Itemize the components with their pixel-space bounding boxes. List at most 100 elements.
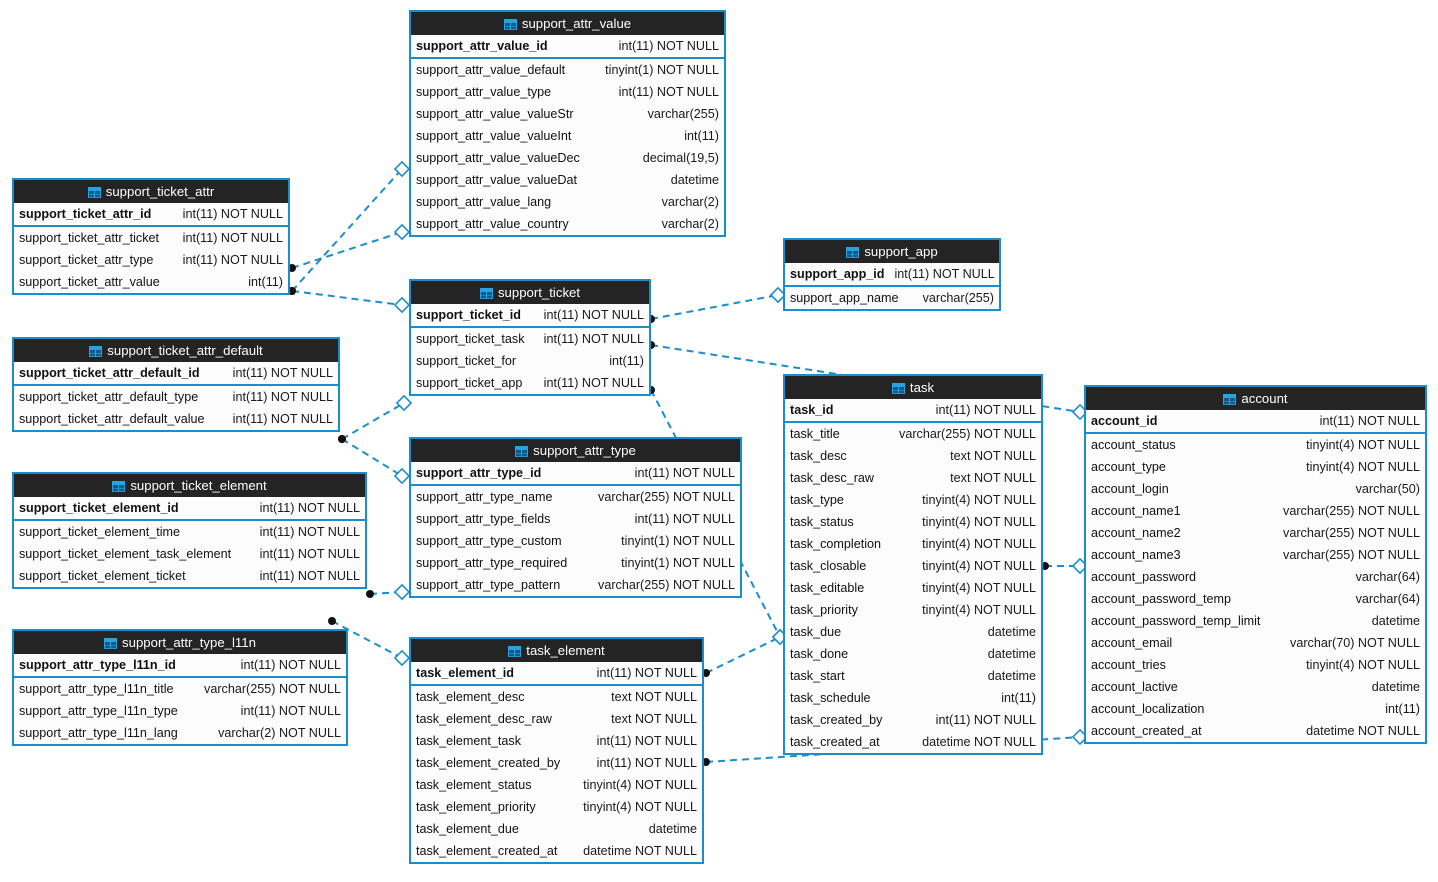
- field-type: decimal(19,5): [642, 151, 719, 165]
- connector-line: [291, 168, 403, 292]
- field-name: support_ticket_for: [416, 354, 517, 368]
- table-header[interactable]: support_ticket_attr_default: [14, 339, 338, 362]
- connector-line: [705, 636, 781, 674]
- field-type: tinyint(4) NOT NULL: [1306, 460, 1420, 474]
- field-type: int(11): [609, 354, 644, 368]
- field-type: int(11) NOT NULL: [634, 512, 735, 526]
- table-title: support_attr_type: [533, 443, 636, 458]
- field-name: account_name2: [1091, 526, 1181, 540]
- field-name: task_element_status: [416, 778, 532, 792]
- field-name: support_ticket_id: [416, 308, 521, 322]
- field-type: varchar(2): [661, 195, 719, 209]
- field-type: text NOT NULL: [611, 712, 697, 726]
- connector-target-diamond: [393, 223, 411, 241]
- table-support_ticket_attr_default[interactable]: support_ticket_attr_default support_ticke…: [12, 337, 340, 432]
- field-name: task_priority: [790, 603, 858, 617]
- table-header[interactable]: support_attr_type_l11n: [14, 631, 346, 654]
- field-type: datetime: [987, 669, 1036, 683]
- field-type: varchar(64): [1355, 570, 1420, 584]
- table-header[interactable]: support_attr_value: [411, 12, 724, 35]
- relationship-connector: [1041, 557, 1089, 575]
- field-row: task_start datetime: [785, 665, 1041, 687]
- relationship-connector: [702, 628, 789, 677]
- table-header[interactable]: support_ticket_element: [14, 474, 365, 497]
- field-name: task_element_id: [416, 666, 515, 680]
- table-title: account: [1241, 391, 1288, 406]
- field-type: datetime: [648, 822, 697, 836]
- table-task_element[interactable]: task_element task_element_id int(11) NOT N…: [409, 637, 704, 864]
- relationship-connector: [366, 583, 411, 601]
- table-support_attr_type_l11n[interactable]: support_attr_type_l11n support_attr_type_…: [12, 629, 348, 746]
- field-name: task_editable: [790, 581, 865, 595]
- field-name: account_tries: [1091, 658, 1166, 672]
- field-type: int(11) NOT NULL: [182, 253, 283, 267]
- table-header[interactable]: support_attr_type: [411, 439, 740, 462]
- table-header[interactable]: support_ticket: [411, 281, 649, 304]
- table-header[interactable]: support_app: [785, 240, 999, 263]
- table-header[interactable]: support_ticket_attr: [14, 180, 288, 203]
- table-header[interactable]: task_element: [411, 639, 702, 662]
- connector-target-diamond: [393, 583, 411, 601]
- table-header[interactable]: account: [1086, 387, 1425, 410]
- field-name: support_ticket_task: [416, 332, 525, 346]
- field-type: int(11) NOT NULL: [543, 308, 644, 322]
- field-name: task_element_due: [416, 822, 519, 836]
- field-type: int(11) NOT NULL: [618, 85, 719, 99]
- field-type: int(11) NOT NULL: [935, 403, 1036, 417]
- field-name: task_id: [790, 403, 834, 417]
- field-name: task_type: [790, 493, 844, 507]
- field-name: task_element_priority: [416, 800, 536, 814]
- field-type: datetime: [1371, 614, 1420, 628]
- field-type: tinyint(4) NOT NULL: [922, 515, 1036, 529]
- field-type: tinyint(4) NOT NULL: [922, 493, 1036, 507]
- table-support_ticket[interactable]: support_ticket support_ticket_id int(11) N…: [409, 279, 651, 396]
- field-type: tinyint(1) NOT NULL: [605, 63, 719, 77]
- field-row: task_element_status tinyint(4) NOT NULL: [411, 774, 702, 796]
- field-type: varchar(255) NOT NULL: [1283, 548, 1420, 562]
- field-type: varchar(64): [1355, 592, 1420, 606]
- table-icon: [515, 446, 529, 457]
- table-title: task_element: [526, 643, 605, 658]
- relationship-connector: [338, 394, 413, 443]
- field-type: tinyint(4) NOT NULL: [583, 778, 697, 792]
- field-type: datetime: [670, 173, 719, 187]
- field-type: int(11) NOT NULL: [596, 666, 697, 680]
- field-type: varchar(2): [661, 217, 719, 231]
- field-row: task_element_due datetime: [411, 818, 702, 840]
- table-header[interactable]: task: [785, 376, 1041, 399]
- field-name: support_attr_value_id: [416, 39, 548, 53]
- field-type: tinyint(4) NOT NULL: [922, 559, 1036, 573]
- field-type: varchar(255) NOT NULL: [598, 490, 735, 504]
- field-name: task_start: [790, 669, 845, 683]
- field-name: task_element_desc: [416, 690, 525, 704]
- primary-key-field-row: task_element_id int(11) NOT NULL: [411, 662, 702, 684]
- field-name: support_ticket_attr_ticket: [19, 231, 160, 245]
- connector-source-dot: [338, 435, 346, 443]
- primary-key-section: task_element_id int(11) NOT NULL: [411, 662, 702, 686]
